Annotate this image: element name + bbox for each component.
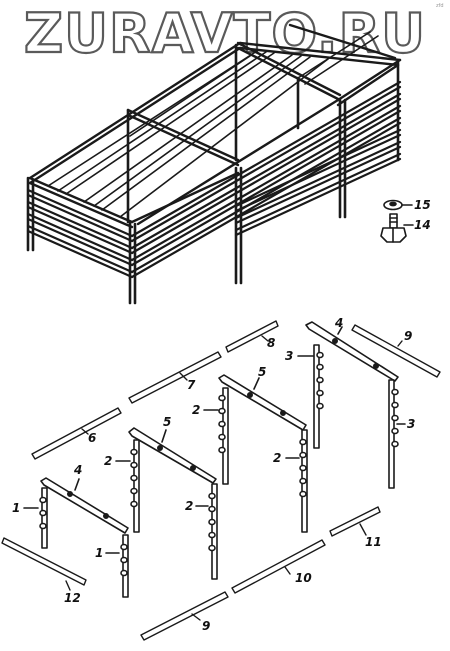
board-9-bottom — [140, 591, 229, 641]
callout-3-b: 3 — [407, 417, 415, 431]
callout-2-a: 2 — [192, 403, 200, 417]
callout-9-top: 9 — [404, 329, 412, 343]
callout-9-bottom: 9 — [202, 619, 210, 633]
post-2-right — [285, 429, 308, 533]
board-9-top — [351, 324, 441, 378]
board-8 — [225, 320, 279, 353]
corner-mark: zfd — [436, 3, 444, 9]
callout-5-a: 5 — [258, 365, 266, 379]
post-1-lower — [105, 534, 129, 598]
bow-4-right — [305, 321, 399, 382]
callout-2-b: 2 — [273, 451, 281, 465]
callout-2-c: 2 — [104, 454, 112, 468]
callout-3-a: 3 — [285, 349, 293, 363]
bow-5-upper — [218, 374, 307, 431]
board-10 — [231, 539, 326, 594]
post-3-right — [388, 379, 406, 489]
assembled-frame-side-slats — [26, 80, 402, 279]
assembled-frame-roof-bows — [126, 23, 397, 167]
post-2-left — [115, 439, 140, 533]
board-6 — [31, 407, 122, 460]
board-7 — [128, 351, 222, 404]
callout-15: 15 — [414, 198, 431, 212]
callout-14: 14 — [414, 218, 431, 232]
callout-2-d: 2 — [185, 499, 193, 513]
callout-1-a: 1 — [12, 501, 20, 515]
bolt — [380, 213, 414, 243]
callout-11: 11 — [365, 535, 382, 549]
bow-5-lower — [128, 427, 217, 484]
bow-4-left — [40, 477, 129, 534]
post-2-lower — [195, 483, 218, 580]
assembled-frame — [26, 23, 402, 305]
assembled-frame-roof — [28, 41, 402, 229]
assembled-frame-posts — [26, 43, 400, 305]
board-11 — [329, 506, 381, 537]
callout-1-b: 1 — [95, 546, 103, 560]
post-2-upper — [203, 387, 229, 485]
callout-4-left: 4 — [73, 463, 82, 477]
callout-12: 12 — [64, 591, 81, 605]
callout-7: 7 — [187, 378, 196, 392]
callout-8: 8 — [267, 336, 275, 350]
callout-5-b: 5 — [163, 415, 171, 429]
callout-10: 10 — [295, 571, 312, 585]
post-3-upper — [297, 344, 324, 449]
callout-4-top: 4 — [334, 316, 343, 330]
assembled-frame-roof-slats — [47, 31, 379, 218]
callout-6: 6 — [88, 431, 96, 445]
board-12 — [1, 537, 87, 591]
washer — [383, 199, 413, 211]
post-1-left — [23, 487, 48, 549]
watermark-text: ZURAVTO.RU — [24, 2, 426, 65]
